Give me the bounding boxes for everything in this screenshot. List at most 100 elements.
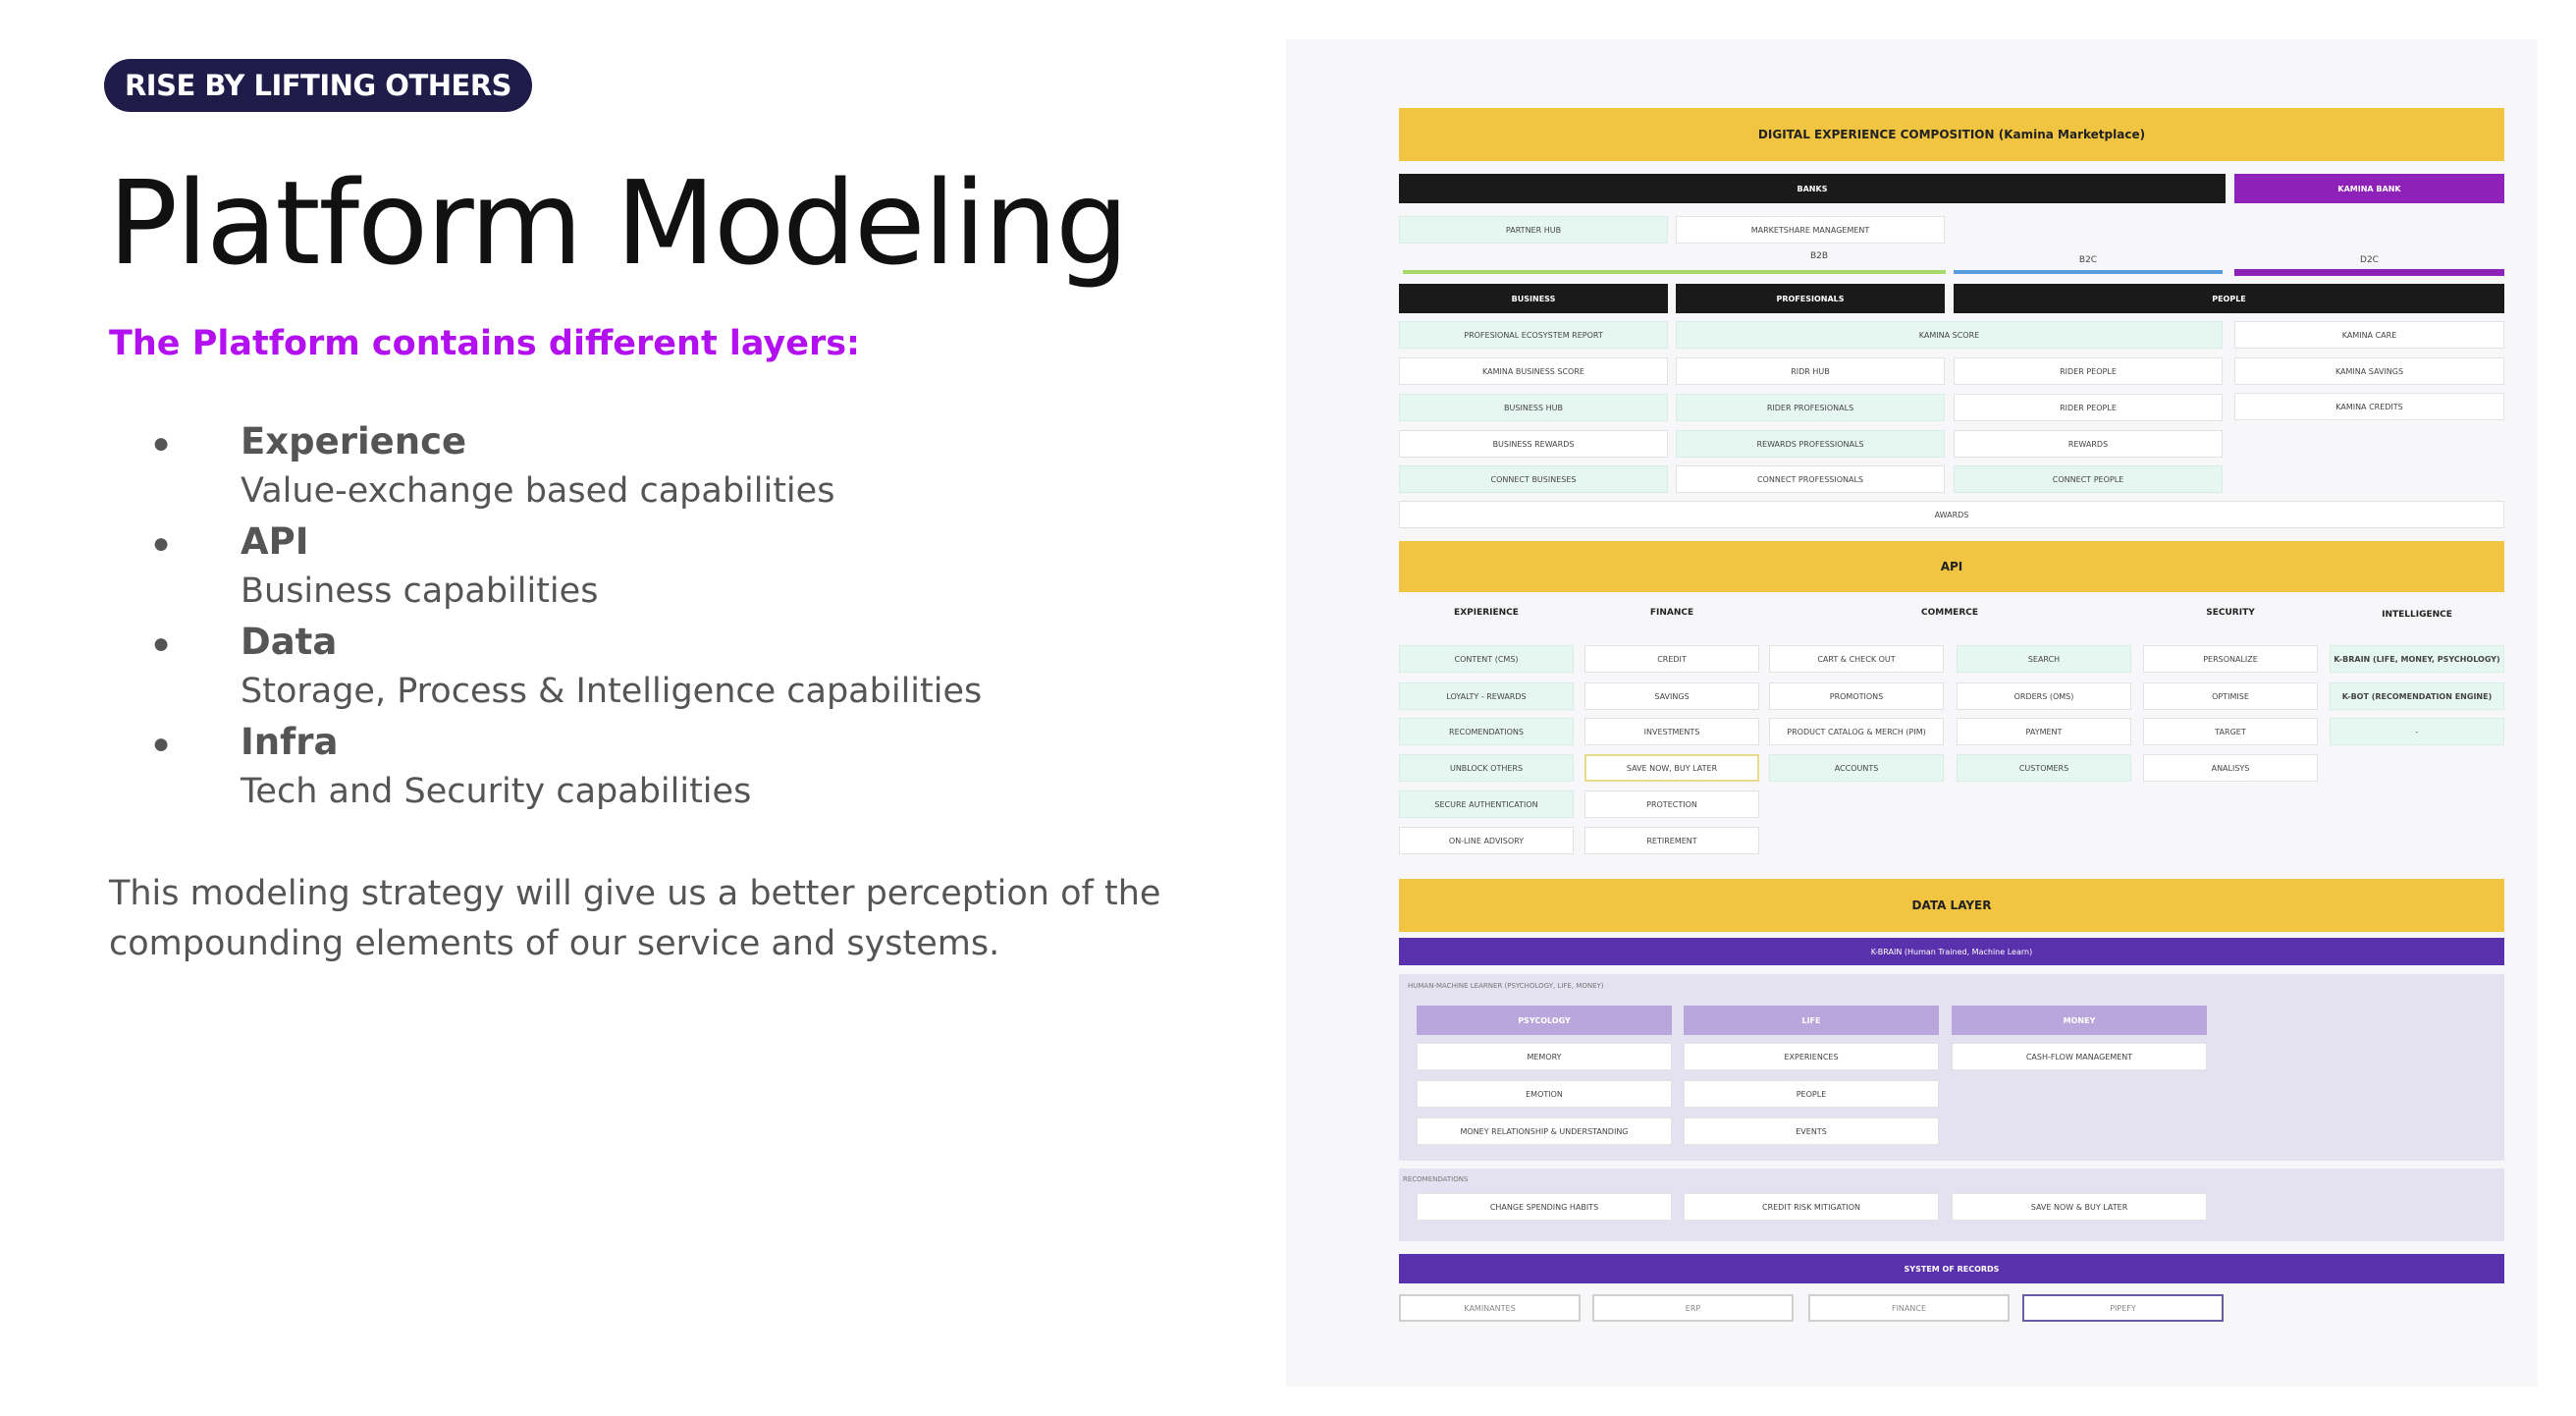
layer-description: Tech and Security capabilities bbox=[241, 772, 752, 811]
api-security-cell: OPTIMISE bbox=[2143, 682, 2318, 710]
record-cell: FINANCE bbox=[1808, 1294, 2010, 1322]
awards-cell: AWARDS bbox=[1399, 501, 2504, 528]
api-commerce-cell: SEARCH bbox=[1957, 645, 2131, 673]
group-money: MONEY bbox=[1952, 1006, 2207, 1035]
professionals-cell: REWARDS PROFESSIONALS bbox=[1676, 430, 1945, 458]
api-intelligence-cell: K-BOT (RECOMENDATION ENGINE) bbox=[2330, 682, 2504, 710]
api-commerce-cell: CART & CHECK OUT bbox=[1769, 645, 1944, 673]
api-column-experience: EXPIERIENCE bbox=[1454, 608, 1519, 618]
api-security-cell: PERSONALIZE bbox=[2143, 645, 2318, 673]
api-commerce-cell: CUSTOMERS bbox=[1957, 754, 2131, 782]
recommendation-item: CREDIT RISK MITIGATION bbox=[1684, 1193, 1939, 1221]
bullet-icon: ● bbox=[152, 427, 171, 460]
segment-label-d2c: D2C bbox=[2360, 255, 2379, 265]
api-experience-cell: RECOMENDATIONS bbox=[1399, 718, 1574, 745]
d2c-cell: KAMINA CREDITS bbox=[2234, 393, 2504, 420]
people-cell: RIDER PEOPLE bbox=[1954, 394, 2223, 421]
recommendation-item: CHANGE SPENDING HABITS bbox=[1417, 1193, 1672, 1221]
people-cell: REWARDS bbox=[1954, 430, 2223, 458]
system-of-records-bar: SYSTEM OF RECORDS bbox=[1399, 1254, 2504, 1283]
api-finance-cell: CREDIT bbox=[1584, 645, 1759, 673]
life-item: EVENTS bbox=[1684, 1117, 1939, 1145]
money-item: CASH-FLOW MANAGEMENT bbox=[1952, 1043, 2207, 1070]
api-commerce-cell: PAYMENT bbox=[1957, 718, 2131, 745]
outro-text: This modeling strategy will give us a be… bbox=[109, 874, 1161, 963]
api-column-finance: FINANCE bbox=[1649, 608, 1694, 618]
group-psychology: PSYCOLOGY bbox=[1417, 1006, 1672, 1035]
kbrain-bar: K-BRAIN (Human Trained, Machine Learn) bbox=[1399, 938, 2504, 965]
bullet-icon: ● bbox=[152, 728, 171, 760]
life-item: PEOPLE bbox=[1684, 1080, 1939, 1108]
psychology-item: MEMORY bbox=[1417, 1043, 1672, 1070]
bullet-icon: ● bbox=[152, 527, 171, 560]
api-commerce-cell: PRODUCT CATALOG & MERCH (PIM) bbox=[1769, 718, 1944, 745]
api-column-intelligence: INTELLIGENCE bbox=[2382, 610, 2452, 620]
layer-description: Value-exchange based capabilities bbox=[241, 471, 835, 511]
subtitle: The Platform contains different layers: bbox=[109, 324, 861, 363]
api-security-cell: TARGET bbox=[2143, 718, 2318, 745]
d2c-cell: KAMINA SAVINGS bbox=[2234, 357, 2504, 385]
api-intelligence-cell: - bbox=[2330, 718, 2504, 745]
api-commerce-cell: ORDERS (OMS) bbox=[1957, 682, 2131, 710]
professionals-cell: RIDER PROFESIONALS bbox=[1676, 394, 1945, 421]
segment-line-d2c bbox=[2234, 269, 2504, 276]
psychology-item: EMOTION bbox=[1417, 1080, 1672, 1108]
hml-label: HUMAN-MACHINE LEARNER (PSYCHOLOGY, LIFE,… bbox=[1408, 982, 1604, 990]
api-experience-cell: SECURE AUTHENTICATION bbox=[1399, 790, 1574, 818]
business-cell: KAMINA BUSINESS SCORE bbox=[1399, 357, 1668, 385]
segment-line-b2c bbox=[1954, 270, 2223, 274]
bullet-icon: ● bbox=[152, 627, 171, 660]
data-layer-header: DATA LAYER bbox=[1399, 879, 2504, 932]
segment-label-b2c: B2C bbox=[2078, 255, 2098, 265]
people-cell: RIDER PEOPLE bbox=[1954, 357, 2223, 385]
people-cell: CONNECT PEOPLE bbox=[1954, 465, 2223, 493]
psychology-item: MONEY RELATIONSHIP & UNDERSTANDING bbox=[1417, 1117, 1672, 1145]
api-experience-cell: CONTENT (CMS) bbox=[1399, 645, 1574, 673]
api-finance-cell: PROTECTION bbox=[1584, 790, 1759, 818]
api-column-commerce: COMMERCE bbox=[1921, 608, 1978, 618]
ecosystem-report-cell: PROFESIONAL ECOSYSTEM REPORT bbox=[1399, 321, 1668, 349]
kamina-score-cell: KAMINA SCORE bbox=[1676, 321, 2223, 349]
professionals-cell: RIDR HUB bbox=[1676, 357, 1945, 385]
recommendation-item: SAVE NOW & BUY LATER bbox=[1952, 1193, 2207, 1221]
api-commerce-cell: ACCOUNTS bbox=[1769, 754, 1944, 782]
api-experience-cell: LOYALTY - REWARDS bbox=[1399, 682, 1574, 710]
record-cell: ERP bbox=[1592, 1294, 1794, 1322]
api-intelligence-cell: K-BRAIN (LIFE, MONEY, PSYCHOLOGY) bbox=[2330, 645, 2504, 673]
d2c-cell: KAMINA CARE bbox=[2234, 321, 2504, 349]
recommendations-label: RECOMENDATIONS bbox=[1403, 1175, 1469, 1183]
page-title: Platform Modeling bbox=[108, 155, 1129, 291]
record-cell: KAMINANTES bbox=[1399, 1294, 1581, 1322]
business-cell: BUSINESS HUB bbox=[1399, 394, 1668, 421]
api-finance-cell: SAVINGS bbox=[1584, 682, 1759, 710]
segment-label-b2b: B2B bbox=[1809, 251, 1829, 261]
column-professionals: PROFESIONALS bbox=[1676, 284, 1945, 313]
layer-name: API bbox=[241, 520, 309, 563]
api-finance-cell: SAVE NOW, BUY LATER bbox=[1584, 754, 1759, 782]
api-column-security: SECURITY bbox=[2206, 608, 2255, 618]
layer-description: Business capabilities bbox=[241, 572, 599, 611]
segment-line-b2b bbox=[1403, 270, 1946, 274]
layer-name: Data bbox=[241, 621, 338, 663]
professionals-cell: CONNECT PROFESSIONALS bbox=[1676, 465, 1945, 493]
column-people: PEOPLE bbox=[1954, 284, 2504, 313]
api-experience-cell: UNBLOCK OTHERS bbox=[1399, 754, 1574, 782]
layer-description: Storage, Process & Intelligence capabili… bbox=[241, 672, 983, 711]
layer-name: Infra bbox=[241, 721, 339, 763]
record-cell: PIPEFY bbox=[2022, 1294, 2224, 1322]
column-business: BUSINESS bbox=[1399, 284, 1668, 313]
slogan-badge: RISE BY LIFTING OTHERS bbox=[104, 59, 532, 112]
group-life: LIFE bbox=[1684, 1006, 1939, 1035]
layer-name: Experience bbox=[241, 420, 467, 463]
api-security-cell: ANALISYS bbox=[2143, 754, 2318, 782]
api-finance-cell: RETIREMENT bbox=[1584, 827, 1759, 854]
api-experience-cell: ON-LINE ADVISORY bbox=[1399, 827, 1574, 854]
platform-diagram bbox=[1286, 39, 2538, 1387]
banks-bar: BANKS bbox=[1399, 174, 2226, 203]
business-cell: BUSINESS REWARDS bbox=[1399, 430, 1668, 458]
api-header: API bbox=[1399, 541, 2504, 592]
marketshare-cell: MARKETSHARE MANAGEMENT bbox=[1676, 216, 1945, 244]
api-commerce-cell: PROMOTIONS bbox=[1769, 682, 1944, 710]
experience-header: DIGITAL EXPERIENCE COMPOSITION (Kamina M… bbox=[1399, 108, 2504, 161]
kamina-bank-bar: KAMINA BANK bbox=[2234, 174, 2504, 203]
